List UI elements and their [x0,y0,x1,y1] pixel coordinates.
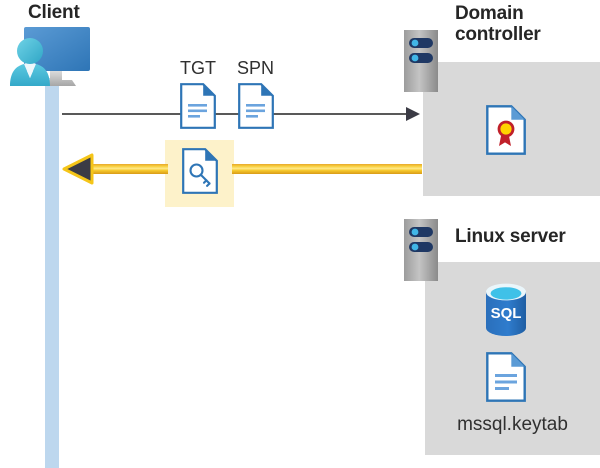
server-rack-icon-domain-controller [404,30,438,92]
label-spn: SPN [237,58,275,78]
request-arrow-line [62,113,410,115]
page-title-linux-server: Linux server [455,226,566,247]
svg-text:SQL: SQL [491,305,522,322]
response-arrow-line-left [78,164,168,174]
server-rack-icon-linux-server [404,219,438,281]
document-icon-spn [238,83,274,129]
label-tgt: TGT [180,58,216,78]
certificate-document-icon [486,105,526,155]
sql-database-icon: SQL [484,282,528,338]
domain-controller-title-line1: Domain [455,3,524,24]
client-workstation-icon [6,26,110,88]
domain-controller-title-line2: controller [455,24,541,46]
client-lifeline [45,78,59,468]
key-document-icon [182,148,218,194]
page-title-domain-controller: Domain controller [455,3,585,46]
response-arrow-head [62,152,96,186]
label-keytab-file: mssql.keytab [457,414,568,435]
request-arrow-head [406,107,420,121]
document-icon-tgt [180,83,216,129]
document-icon-keytab [486,352,526,402]
page-title-client: Client [28,2,80,23]
response-arrow-line-right [232,164,422,174]
